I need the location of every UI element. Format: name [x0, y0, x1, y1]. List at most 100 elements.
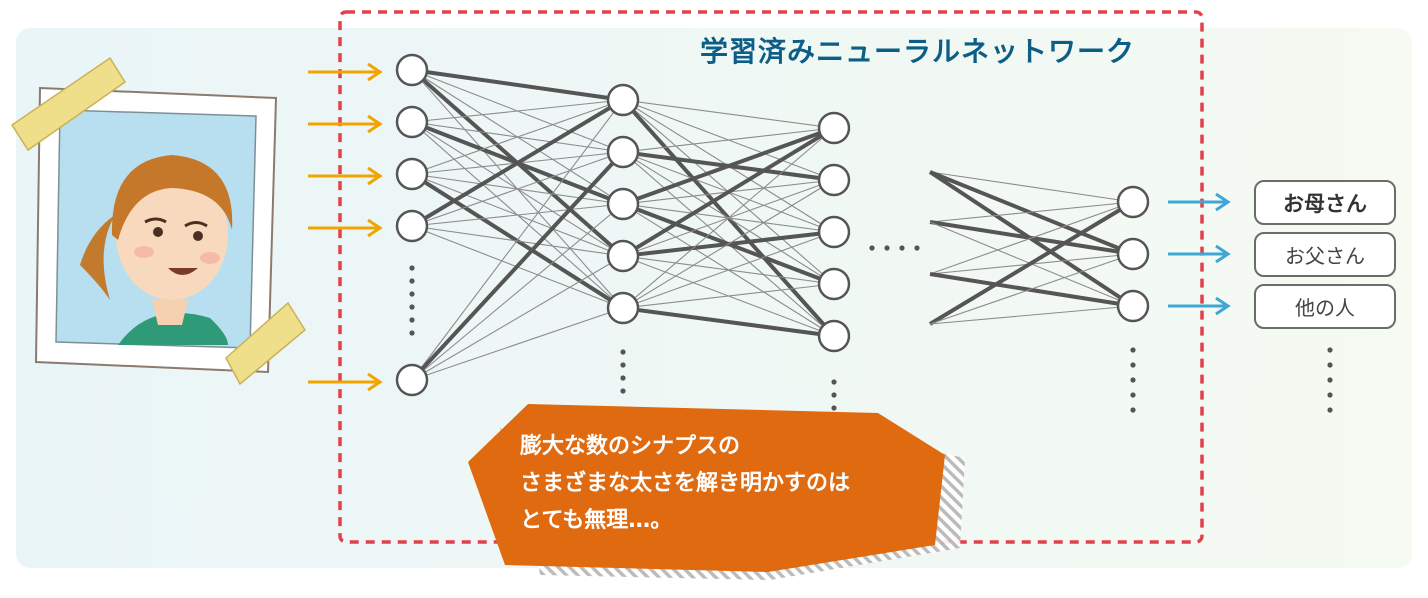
synapse-line — [929, 171, 1134, 203]
output-arrow-head — [1215, 244, 1231, 264]
ellipsis-dot — [620, 375, 626, 381]
synapse-line — [929, 201, 1134, 223]
synapse-line — [928, 200, 1135, 326]
synapse-line — [411, 225, 624, 257]
ellipsis-dot — [831, 392, 837, 398]
ellipsis-dot — [1327, 407, 1333, 413]
synapse-line — [929, 253, 1134, 325]
ellipsis-dot — [1130, 392, 1136, 398]
input-arrow-head — [367, 166, 383, 186]
synapse-line — [929, 201, 1134, 275]
speech-bubble — [468, 404, 945, 572]
neuron-node — [395, 209, 429, 243]
synapse-line — [622, 99, 835, 129]
ellipsis-dot — [1130, 407, 1136, 413]
synapse-line — [929, 272, 1134, 308]
ellipsis-dot — [914, 245, 920, 251]
synapse-line — [410, 150, 625, 382]
synapse-line — [411, 307, 624, 381]
ellipsis-dot — [620, 388, 626, 394]
ellipsis-dot — [409, 291, 415, 297]
ellipsis-dot — [1130, 362, 1136, 368]
synapse-line — [622, 231, 835, 309]
neuron-node — [1116, 185, 1150, 219]
neuron-node — [606, 135, 640, 169]
synapse-line — [929, 170, 1134, 256]
neuron-node — [395, 157, 429, 191]
ellipsis-dot — [831, 405, 837, 411]
ellipsis-dot — [620, 349, 626, 355]
ellipsis-dot — [409, 317, 415, 323]
bubble-line-1: 膨大な数のシナプスの — [520, 434, 741, 459]
output-label-mother: お母さん — [1254, 180, 1396, 225]
ellipsis-dot — [409, 265, 415, 271]
ellipsis-dots — [409, 245, 1333, 424]
input-arrows — [308, 62, 383, 392]
neuron-node — [817, 215, 851, 249]
synapse-line — [622, 283, 835, 309]
input-arrow-head — [367, 372, 383, 392]
output-arrows — [1168, 192, 1231, 316]
synapse-line — [622, 126, 835, 206]
ellipsis-dot — [1130, 347, 1136, 353]
synapse-line — [622, 127, 835, 153]
ellipsis-dot — [884, 245, 890, 251]
ellipsis-dot — [1327, 362, 1333, 368]
neuron-node — [1116, 237, 1150, 271]
photo-group — [10, 56, 306, 386]
neuron-node — [606, 239, 640, 273]
ellipsis-dot — [1327, 377, 1333, 383]
synapse-line — [411, 203, 624, 227]
woman-portrait-photo-icon — [80, 155, 233, 345]
ellipsis-dot — [409, 278, 415, 284]
neuron-node — [1116, 289, 1150, 323]
synapse-line — [411, 255, 624, 381]
network-title: 学習済みニューラルネットワーク — [700, 35, 1136, 68]
output-label-father: お父さん — [1254, 232, 1396, 277]
neuron-node — [606, 187, 640, 221]
synapse-connections — [410, 68, 1135, 382]
output-arrow-head — [1215, 192, 1231, 212]
synapse-line — [410, 98, 625, 228]
ellipsis-dot — [409, 304, 415, 310]
ellipsis-dot — [1327, 347, 1333, 353]
input-arrow-head — [367, 218, 383, 238]
ellipsis-dot — [409, 330, 415, 336]
ellipsis-dot — [620, 362, 626, 368]
neuron-node — [817, 163, 851, 197]
neuron-node — [606, 291, 640, 325]
output-label-other: 他の人 — [1254, 284, 1396, 329]
synapse-line — [411, 99, 624, 381]
output-arrow-head — [1215, 296, 1231, 316]
input-arrow-head — [367, 62, 383, 82]
synapse-line — [411, 68, 624, 102]
synapse-line — [411, 99, 624, 123]
synapse-line — [411, 151, 624, 227]
ellipsis-dot — [831, 379, 837, 385]
neuron-node — [817, 111, 851, 145]
synapse-line — [622, 179, 835, 309]
synapse-line — [621, 126, 836, 258]
neuron-node — [817, 319, 851, 353]
masking-tape-icon — [10, 56, 127, 152]
synapse-line — [411, 203, 624, 381]
synapse-line — [929, 305, 1134, 325]
ellipsis-dot — [1130, 377, 1136, 383]
neuron-node — [606, 83, 640, 117]
synapse-line — [411, 99, 624, 175]
ellipsis-dot — [1327, 392, 1333, 398]
neuron-node — [395, 105, 429, 139]
synapse-line — [622, 306, 835, 338]
neurons — [395, 53, 1150, 397]
ellipsis-dot — [869, 245, 875, 251]
synapse-line — [622, 127, 835, 309]
bubble-line-3: とても無理…。 — [520, 508, 673, 533]
neuron-node — [395, 53, 429, 87]
bubble-text: 膨大な数のシナプスの さまざまな太さを解き明かすのは とても無理…。 — [520, 428, 850, 539]
masking-tape-icon — [225, 301, 306, 386]
ellipsis-dot — [899, 245, 905, 251]
neuron-node — [395, 363, 429, 397]
neuron-node — [817, 267, 851, 301]
